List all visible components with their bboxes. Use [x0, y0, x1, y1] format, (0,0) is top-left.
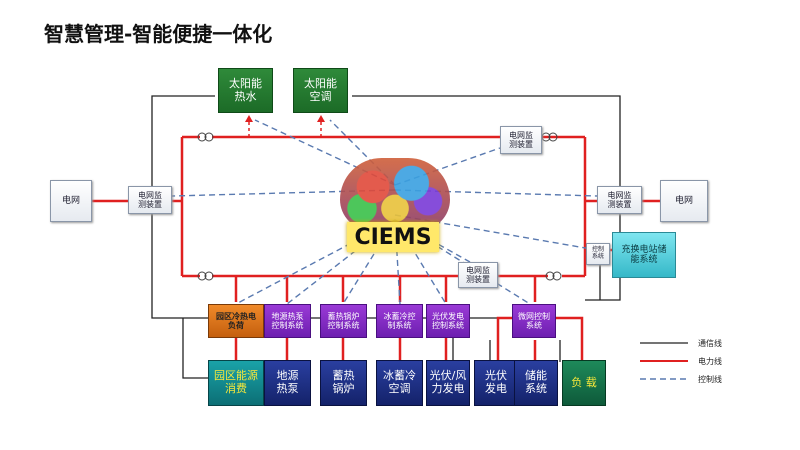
node-solar-ac: 太阳能空调	[293, 68, 348, 113]
node-ground-source-ctrl: 地源热泵控制系统	[264, 304, 311, 338]
node-load: 负 载	[562, 360, 606, 406]
node-ground-source-pump: 地源热泵	[264, 360, 311, 406]
node-ice-storage-ac: 冰蓄冷空调	[376, 360, 423, 406]
node-charging-station: 充换电站储能系统	[612, 232, 676, 278]
node-solar-hot-water: 太阳能热水	[218, 68, 273, 113]
node-microgrid-ctrl: 微网控制系统	[512, 304, 556, 338]
node-ice-storage-ctrl: 冰蓄冷控制系统	[376, 304, 423, 338]
node-monitor-top: 电网监测装置	[500, 126, 542, 154]
node-pv-ctrl: 光伏发电控制系统	[426, 304, 470, 338]
node-pv-power: 光伏发电	[474, 360, 518, 406]
control-line	[342, 219, 396, 305]
brain-icon	[340, 158, 450, 230]
transformer-icon	[197, 271, 207, 281]
node-monitor-left: 电网监测装置	[128, 186, 172, 214]
legend-control-label: 控制线	[698, 375, 722, 384]
node-monitor-bottom: 电网监测装置	[458, 262, 498, 288]
node-thermal-boiler-ctrl: 蓄热锅炉控制系统	[320, 304, 367, 338]
legend-power-label: 电力线	[698, 357, 722, 366]
comm-line	[352, 95, 621, 188]
node-pv-wind: 光伏/风力发电	[426, 360, 470, 406]
node-grid-left: 电网	[50, 180, 92, 222]
arrow-up-icon	[317, 115, 325, 122]
control-line	[394, 147, 501, 186]
power-line	[552, 316, 584, 360]
node-thermal-boiler: 蓄热锅炉	[320, 360, 367, 406]
node-grid-right: 电网	[660, 180, 708, 222]
page-title: 智慧管理-智能便捷一体化	[44, 22, 273, 46]
comm-line	[151, 95, 215, 188]
node-storage-system: 储能系统	[514, 360, 558, 406]
comm-line	[151, 210, 208, 319]
node-park-energy: 园区能源消费	[208, 360, 264, 406]
transformer-icon	[545, 271, 555, 281]
transformer-icon	[197, 132, 207, 142]
control-line	[394, 219, 531, 305]
node-monitor-right: 电网监测装置	[597, 186, 642, 214]
node-control-small: 控制系统	[586, 243, 610, 265]
center-ciems: CIEMS	[347, 222, 439, 252]
control-line	[394, 219, 447, 305]
transformer-icon	[541, 132, 551, 142]
node-park-chp-load: 园区冷热电负荷	[208, 304, 264, 338]
legend-comm-label: 通信线	[698, 339, 722, 348]
comm-line	[182, 318, 208, 379]
arrow-up-icon	[245, 115, 253, 122]
control-line	[171, 189, 396, 197]
